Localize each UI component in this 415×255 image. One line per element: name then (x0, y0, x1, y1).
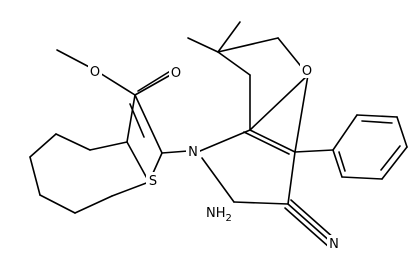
bond-line (249, 74, 309, 131)
bond-line (126, 94, 136, 143)
bond-line (217, 51, 251, 76)
bond-line (243, 131, 290, 155)
ketone-oxygen-label: O (302, 64, 312, 79)
bond-line (332, 149, 343, 178)
bond-line (338, 151, 346, 172)
bond-line (29, 156, 41, 196)
bond-line (134, 72, 175, 96)
bond-line (294, 149, 334, 153)
bond-line (137, 69, 173, 92)
bond-line (290, 199, 336, 240)
bond-line (55, 133, 91, 151)
bond-line (126, 141, 150, 183)
sulfur-label: S (149, 174, 157, 189)
bond-line (249, 129, 296, 153)
ring-nitrogen-label: N (188, 145, 198, 160)
bond-line (294, 74, 309, 153)
ester-oxygen-label: O (90, 65, 100, 80)
amino-subscript-text: 2 (226, 213, 232, 224)
bond-line (332, 114, 358, 151)
bond-line (396, 116, 408, 148)
bond-line (89, 141, 128, 151)
amino-nh-text: NH (206, 206, 226, 221)
bond-line (187, 37, 219, 53)
bond-line (284, 207, 330, 248)
carbonyl-oxygen-label: O (171, 66, 181, 81)
bond-line (161, 150, 189, 154)
bond-lines (29, 21, 408, 248)
bond-line (74, 195, 113, 214)
bond-line (199, 129, 251, 152)
bond-line (287, 203, 333, 244)
bond-line (217, 21, 241, 53)
bond-line (356, 114, 398, 118)
bond-line (380, 145, 401, 171)
bond-line (134, 94, 163, 154)
bond-line (29, 133, 57, 158)
bond-line (341, 176, 383, 180)
bond-line (233, 201, 289, 205)
bond-line (201, 157, 235, 203)
bond-line (381, 146, 408, 180)
nitrile-nitrogen-label: N (329, 237, 339, 252)
bond-line (217, 37, 279, 53)
bond-line (129, 103, 145, 138)
bond-line (287, 151, 296, 205)
amino-group-label: NH2 (206, 206, 232, 224)
bond-line (361, 120, 393, 124)
bond-line (39, 194, 76, 214)
bond-line (111, 181, 150, 197)
